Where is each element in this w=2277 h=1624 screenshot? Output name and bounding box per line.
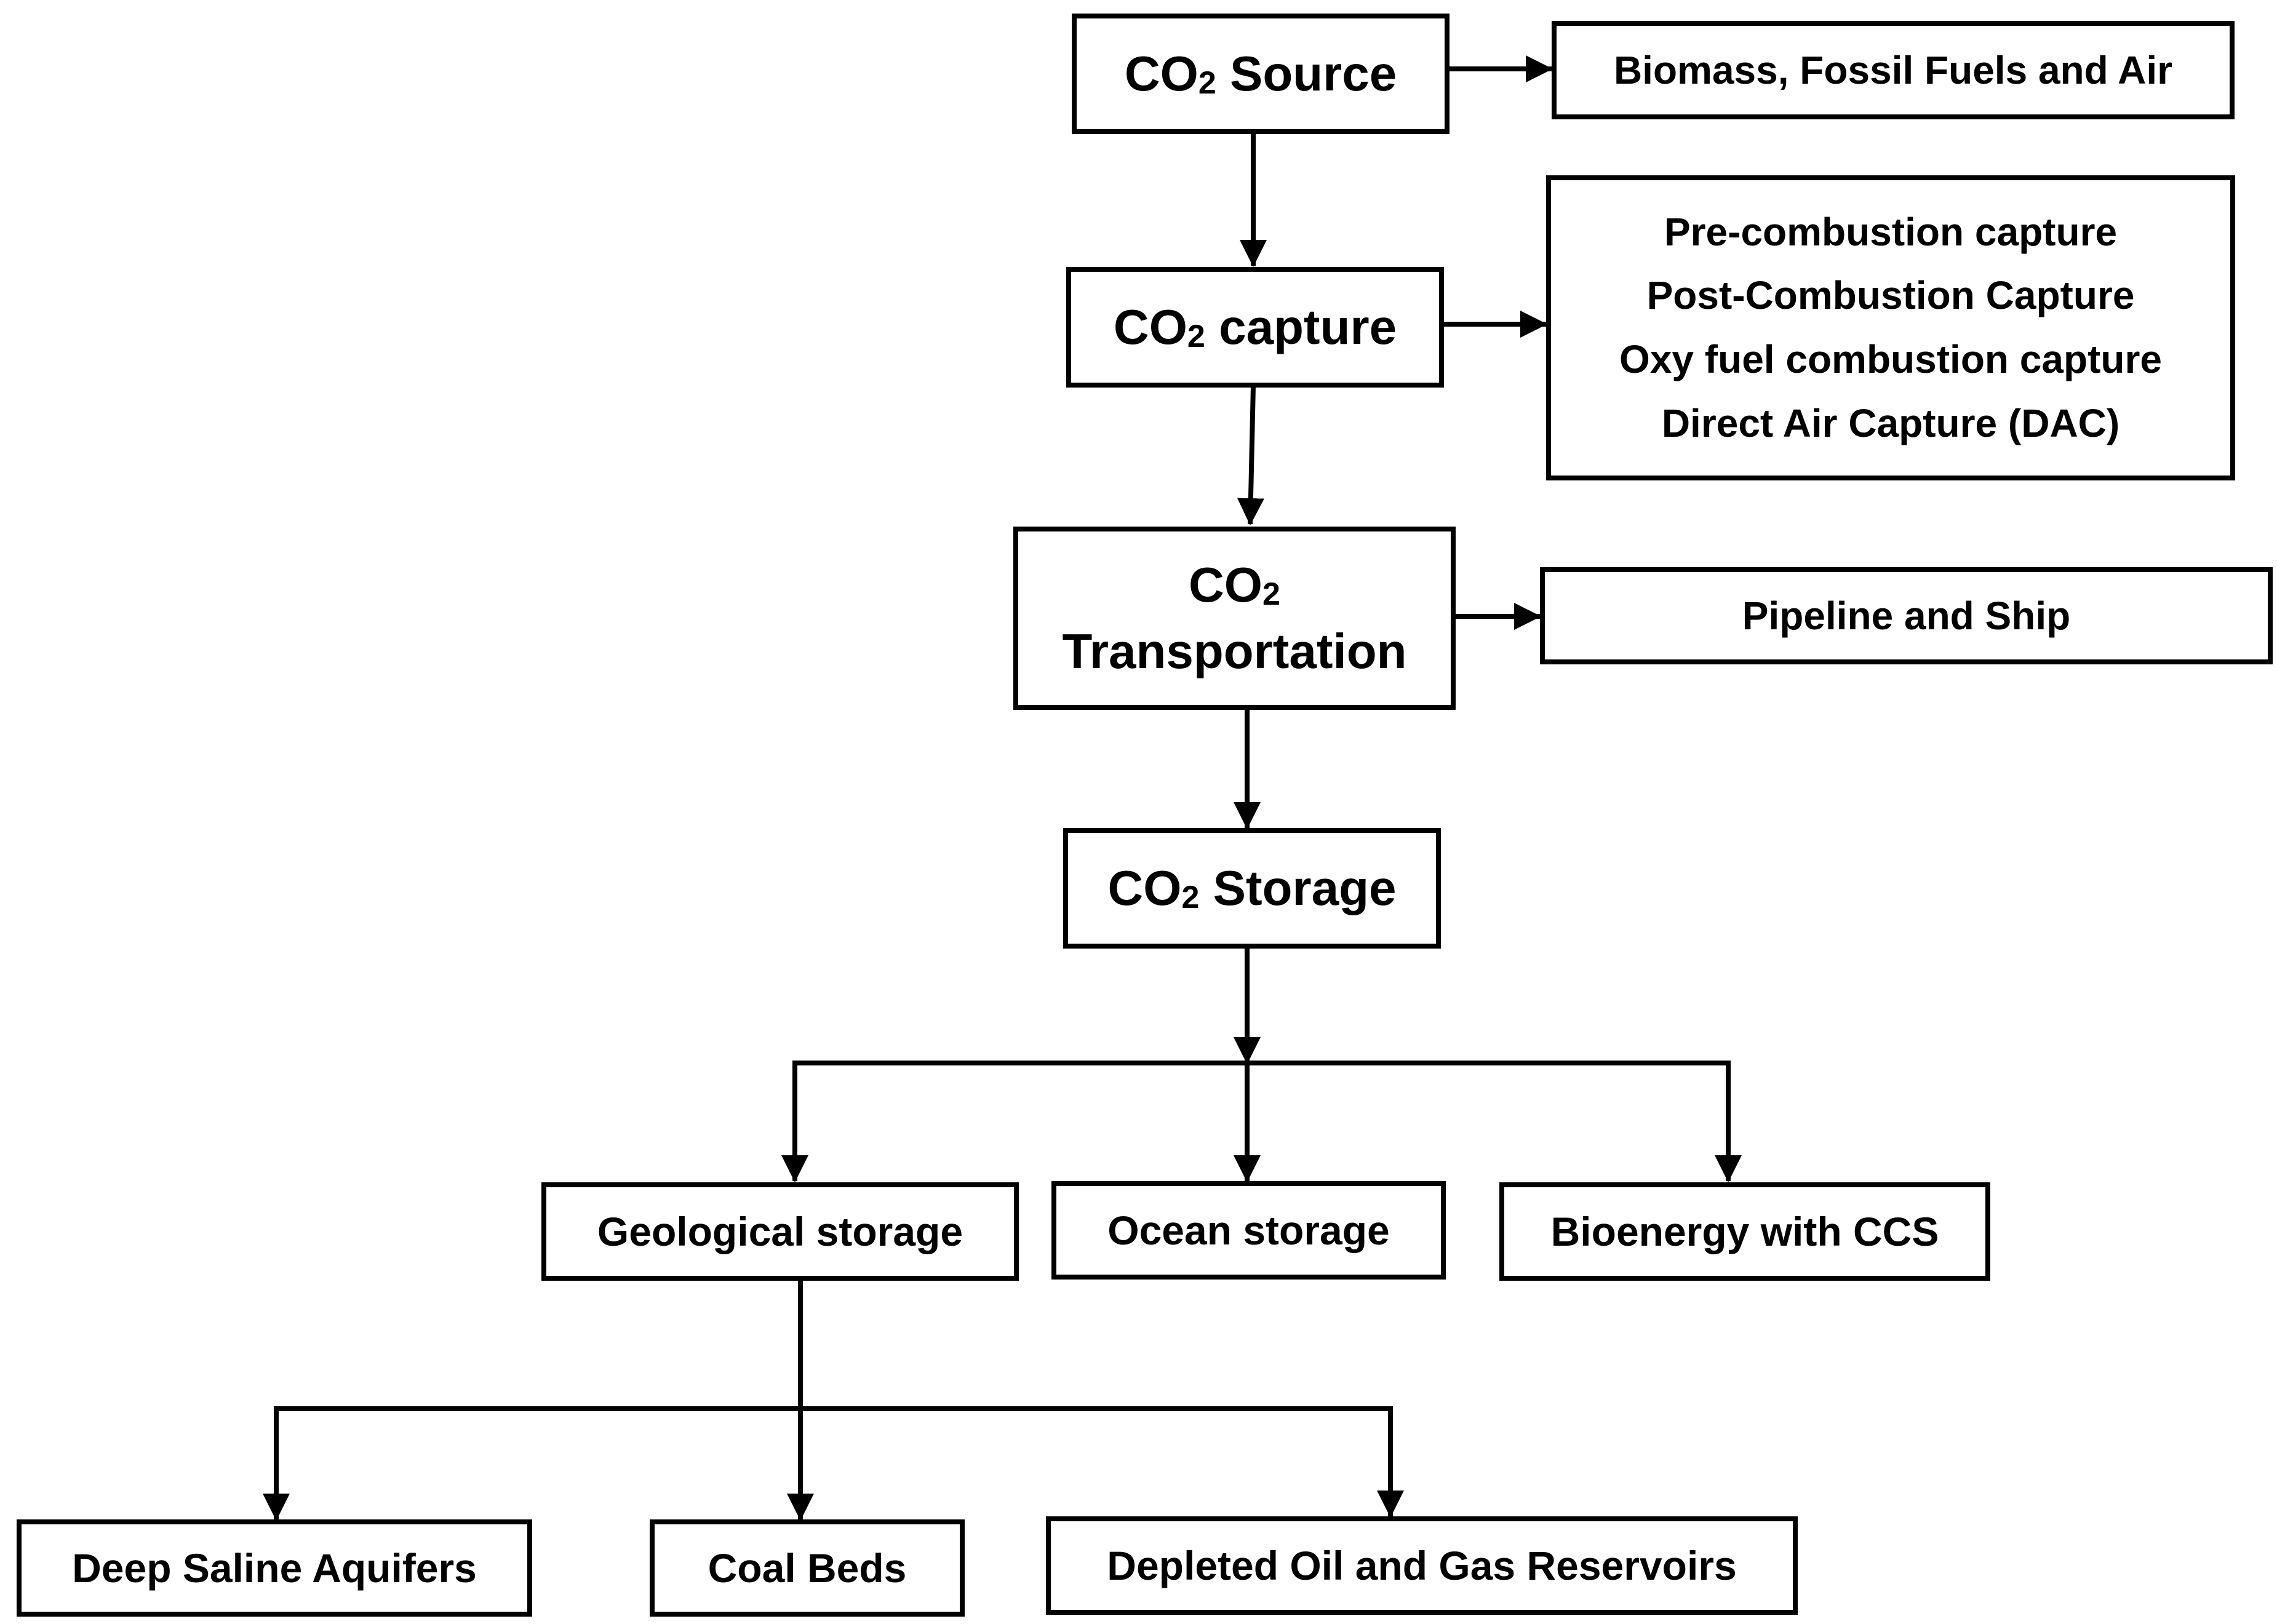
source-detail-text: Biomass, Fossil Fuels and Air: [1613, 47, 2173, 92]
depleted-reservoirs-label: Depleted Oil and Gas Reservoirs: [1107, 1543, 1737, 1588]
deep-saline-aquifers-box: Deep Saline Aquifers: [17, 1519, 532, 1617]
ocean-storage-label: Ocean storage: [1107, 1208, 1390, 1253]
capture-method: Oxy fuel combustion capture: [1619, 337, 2162, 381]
depleted-reservoirs-box: Depleted Oil and Gas Reservoirs: [1046, 1516, 1798, 1615]
deep-saline-aquifers-label: Deep Saline Aquifers: [72, 1545, 477, 1591]
capture-method: Pre-combustion capture: [1664, 209, 2118, 254]
co2-capture-title: CO2 capture: [1113, 300, 1397, 355]
coal-beds-label: Coal Beds: [708, 1545, 907, 1591]
ocean-storage-box: Ocean storage: [1051, 1181, 1446, 1280]
capture-method: Direct Air Capture (DAC): [1661, 400, 2120, 445]
co2-transportation-formula: CO2: [1189, 557, 1280, 613]
geological-storage-box: Geological storage: [541, 1182, 1019, 1281]
co2-storage-title: CO2 Storage: [1107, 861, 1397, 916]
co2-transportation-label: Transportation: [1062, 624, 1407, 679]
capture-methods-box: Pre-combustion capture Post-Combustion C…: [1546, 175, 2235, 480]
geological-storage-label: Geological storage: [597, 1209, 963, 1254]
co2-storage-box: CO2 Storage: [1063, 828, 1441, 949]
co2-source-box: CO2 Source: [1072, 14, 1450, 134]
arrow-capture-to-transport: [1237, 386, 1264, 525]
coal-beds-box: Coal Beds: [650, 1519, 965, 1617]
source-detail-box: Biomass, Fossil Fuels and Air: [1552, 21, 2235, 119]
bioenergy-ccs-box: Bioenergy with CCS: [1499, 1182, 1990, 1281]
capture-method: Post-Combustion Capture: [1646, 273, 2135, 318]
bioenergy-ccs-label: Bioenergy with CCS: [1550, 1209, 1939, 1254]
co2-capture-box: CO2 capture: [1066, 267, 1444, 388]
co2-source-title: CO2 Source: [1124, 46, 1397, 102]
transport-detail-box: Pipeline and Ship: [1540, 567, 2273, 664]
co2-transportation-box: CO2 Transportation: [1013, 527, 1456, 710]
transport-detail-text: Pipeline and Ship: [1742, 593, 2071, 638]
